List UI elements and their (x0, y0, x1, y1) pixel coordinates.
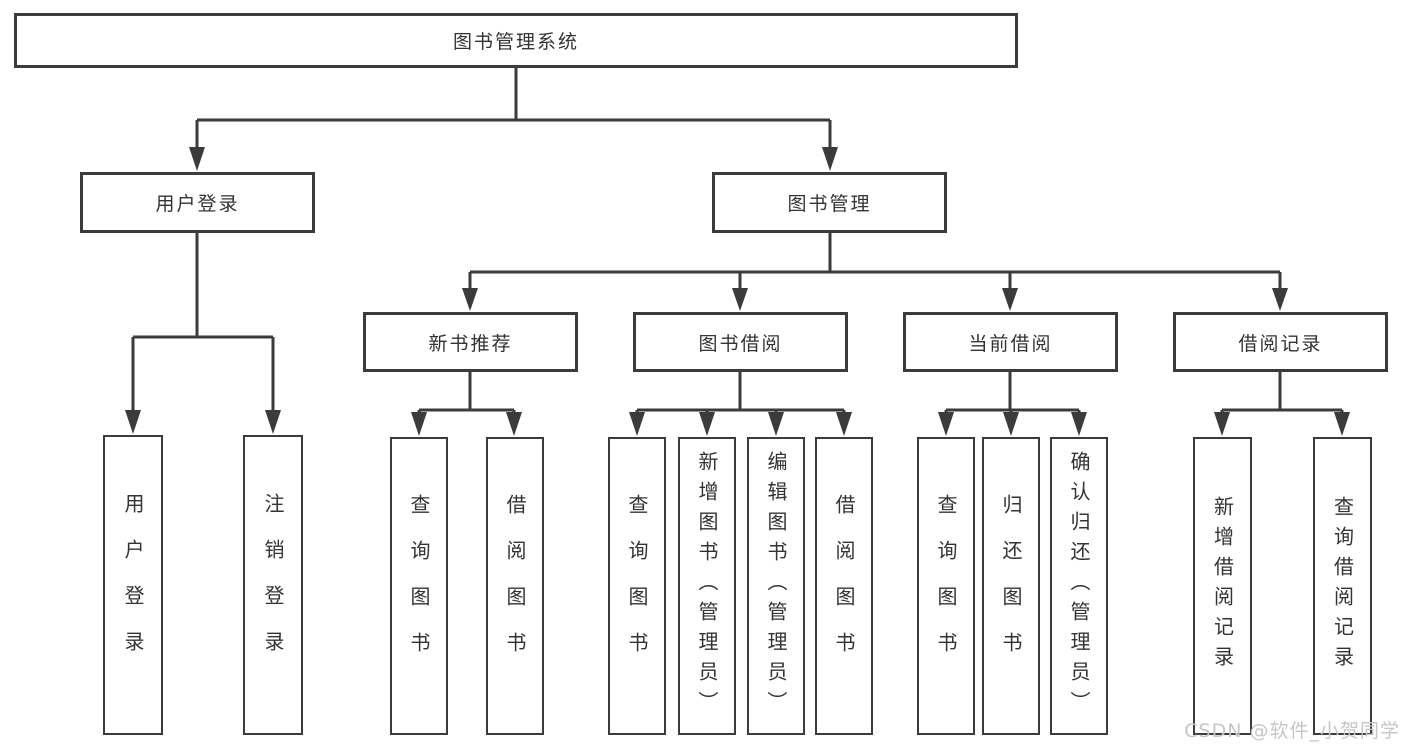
arrowhead-down (732, 288, 748, 311)
arrowhead-down (822, 147, 838, 171)
leaf-label: 注销登录 (261, 493, 285, 677)
arrowhead-down (125, 410, 141, 434)
leaf-borrow-books: 借阅图书 (815, 437, 873, 735)
connector-borrow (629, 372, 852, 436)
arrowhead-down (768, 412, 784, 436)
leaf-add-borrow-record: 新增借阅记录 (1193, 437, 1252, 735)
leaf-user-login: 用户登录 (103, 435, 163, 735)
leaf-label: 归还图书 (999, 494, 1023, 678)
connector-manage (462, 233, 1288, 311)
leaf-label: 查询图书 (625, 494, 649, 678)
leaf-label: 借阅图书 (832, 494, 856, 678)
leaf-label: 新增图书（管理员） (695, 451, 719, 721)
arrowhead-down (629, 412, 645, 436)
arrowhead-down (189, 147, 205, 171)
arrowhead-down (1272, 288, 1288, 311)
leaf-borrow-query-books: 查询图书 (608, 437, 666, 735)
leaf-label: 查询图书 (934, 494, 958, 678)
leaf-edit-books-admin: 编辑图书（管理员） (747, 437, 805, 735)
node-book-borrow: 图书借阅 (633, 312, 848, 372)
arrowhead-down (938, 412, 954, 436)
arrowhead-down (462, 288, 478, 311)
node-borrow-records: 借阅记录 (1173, 312, 1388, 372)
leaf-return-books: 归还图书 (982, 437, 1040, 735)
node-root-system: 图书管理系统 (14, 13, 1018, 68)
connector-current (938, 372, 1087, 436)
arrowhead-down (1334, 412, 1350, 436)
leaf-current-query-books: 查询图书 (917, 437, 975, 735)
leaf-label: 编辑图书（管理员） (764, 451, 788, 721)
leaf-recommend-query-books: 查询图书 (390, 437, 448, 735)
arrowhead-down (836, 412, 852, 436)
leaf-confirm-return-admin: 确认归还（管理员） (1050, 437, 1108, 735)
connector-login (125, 233, 281, 434)
connector-records (1214, 372, 1350, 436)
arrowhead-down (1002, 288, 1018, 311)
leaf-label: 新增借阅记录 (1210, 496, 1235, 676)
arrowhead-down (265, 410, 281, 434)
leaf-label: 查询图书 (407, 494, 431, 678)
leaf-add-books-admin: 新增图书（管理员） (678, 437, 736, 735)
node-user-login: 用户登录 (80, 172, 315, 233)
leaf-label: 借阅图书 (503, 494, 527, 678)
node-new-book-recommend: 新书推荐 (363, 312, 578, 372)
leaf-recommend-borrow-books: 借阅图书 (486, 437, 544, 735)
arrowhead-down (506, 412, 522, 436)
watermark: CSDN @软件_小贺同学 (1184, 720, 1400, 742)
arrowhead-down (1003, 412, 1019, 436)
arrowhead-down (1071, 412, 1087, 436)
leaf-label: 确认归还（管理员） (1067, 451, 1091, 721)
leaf-label: 查询借阅记录 (1330, 496, 1355, 676)
node-current-borrow: 当前借阅 (903, 312, 1118, 372)
arrowhead-down (1214, 412, 1230, 436)
node-book-management: 图书管理 (712, 172, 947, 233)
arrowhead-down (411, 412, 427, 436)
connector-recommend (411, 372, 522, 436)
leaf-logout: 注销登录 (243, 435, 303, 735)
connector-root (189, 68, 838, 171)
leaf-label: 用户登录 (121, 493, 145, 677)
arrowhead-down (699, 412, 715, 436)
leaf-query-borrow-record: 查询借阅记录 (1313, 437, 1372, 735)
